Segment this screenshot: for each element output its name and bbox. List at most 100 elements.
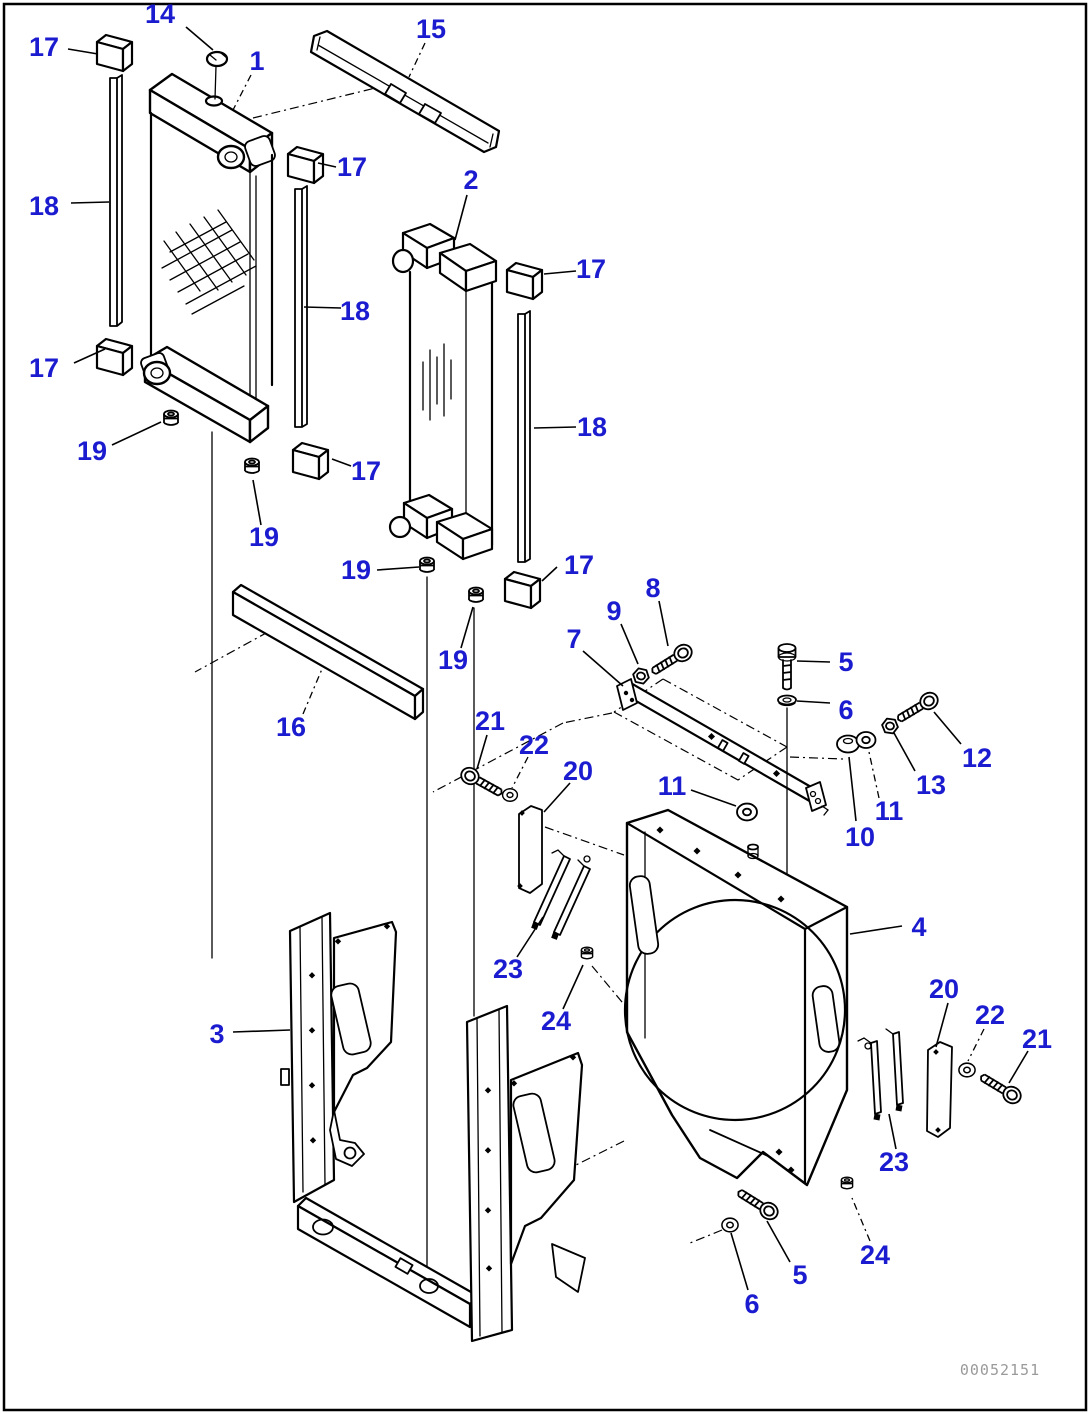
callout-1: 1: [249, 46, 264, 76]
callout-leader-20: [935, 1002, 949, 1048]
nut-24-right: [840, 1176, 854, 1190]
callout-20: 20: [563, 756, 593, 786]
callout-11: 11: [658, 771, 687, 801]
callout-leader-1: [232, 74, 252, 111]
oil-cooler-fins: [422, 343, 452, 421]
callout-leader-17: [543, 270, 577, 275]
callout-leader-19: [252, 479, 262, 526]
callout-22: 22: [519, 730, 549, 760]
callout-leader-18: [303, 306, 342, 309]
washer-22-left: [501, 788, 519, 802]
callout-4: 4: [911, 912, 926, 942]
callout-3: 3: [209, 1019, 224, 1049]
bolt-8: [647, 640, 696, 680]
radiator-cap: [205, 50, 229, 100]
callout-17: 17: [564, 550, 594, 580]
bolt-5-top: [777, 643, 797, 691]
callout-leader-19: [376, 566, 420, 571]
callout-10: 10: [845, 822, 875, 852]
callout-2: 2: [463, 165, 478, 195]
callout-22: 22: [975, 1000, 1005, 1030]
radiator-core-crosshatch: [161, 209, 257, 315]
oil-cooler-upper-port: [391, 248, 415, 274]
lower-support-bar: [231, 583, 425, 721]
callout-leader-17: [317, 162, 337, 168]
callout-leader-3: [232, 1029, 291, 1033]
callout-leader-21: [1008, 1050, 1029, 1084]
radiator: [140, 72, 276, 444]
callout-21: 21: [1022, 1024, 1052, 1054]
callout-leader-9: [620, 623, 639, 665]
callout-19: 19: [438, 645, 468, 675]
callout-leader-17: [541, 566, 558, 582]
callout-5: 5: [792, 1260, 807, 1290]
callout-13: 13: [916, 770, 946, 800]
fan-opening: [623, 898, 847, 1122]
callout-leader-2: [454, 194, 468, 241]
callout-leader-14: [185, 26, 214, 51]
callout-leader-24: [851, 1197, 871, 1242]
upper-support-bar: [309, 29, 501, 154]
callout-7: 7: [566, 624, 581, 654]
callout-leader-23: [516, 916, 544, 958]
callout-17: 17: [337, 152, 367, 182]
callout-leader-21: [476, 734, 488, 770]
callout-leader-5: [766, 1220, 791, 1263]
bolt-5-bottom: [733, 1184, 782, 1224]
callout-8: 8: [645, 573, 660, 603]
callout-17: 17: [29, 32, 59, 62]
callout-leader-17: [73, 348, 106, 364]
callout-leader-18: [70, 201, 110, 204]
callout-18: 18: [340, 296, 370, 326]
seal-strips: [109, 74, 531, 563]
bolt-21-right: [976, 1068, 1025, 1108]
callout-leader-22: [967, 1028, 985, 1062]
callout-leader-12: [933, 711, 962, 745]
oil-cooler: [388, 222, 498, 561]
washer-11-left: [736, 802, 758, 822]
callout-leader-11: [690, 789, 737, 807]
callout-leader-15: [408, 42, 426, 78]
drawing-number: 00052151: [960, 1361, 1040, 1379]
nut-13: [880, 717, 900, 735]
callout-14: 14: [145, 0, 175, 29]
callout-leader-5: [796, 660, 831, 663]
callout-17: 17: [351, 456, 381, 486]
oil-cooler-lower-port: [388, 515, 412, 539]
washer-6-top: [777, 694, 797, 707]
callout-leader-6: [730, 1232, 749, 1291]
callout-leader-4: [849, 925, 903, 935]
callout-12: 12: [962, 743, 992, 773]
washer-11-right: [855, 731, 877, 749]
callout-5: 5: [838, 647, 853, 677]
bolt-12: [893, 688, 942, 728]
callout-17: 17: [576, 254, 606, 284]
alignment-lines: [211, 431, 475, 1281]
callout-leader-24: [562, 964, 584, 1010]
callout-leader-17: [67, 48, 99, 55]
radiator-guard-frame: [280, 911, 586, 1343]
washer-22-right: [958, 1062, 976, 1078]
callout-leader-23: [888, 1113, 897, 1150]
callout-leader-17: [331, 458, 352, 467]
fan-shroud: [623, 808, 849, 1187]
callout-leader-16: [302, 668, 323, 715]
callout-leader-22: [511, 756, 529, 789]
bolt-21-left: [457, 763, 507, 802]
radiator-upper-port: [216, 144, 246, 170]
callout-leader-19: [111, 421, 162, 446]
radiator-lower-port: [142, 360, 172, 386]
bracket-23-left: [531, 849, 591, 940]
plate-20-right: [926, 1041, 953, 1138]
callout-17: 17: [29, 353, 59, 383]
callout-23: 23: [879, 1147, 909, 1177]
callout-leader-10: [848, 756, 857, 822]
washer-6-bottom: [721, 1217, 739, 1233]
callout-leader-6: [796, 700, 831, 704]
callout-leader-11: [868, 751, 880, 799]
callout-leader-13: [893, 732, 916, 772]
